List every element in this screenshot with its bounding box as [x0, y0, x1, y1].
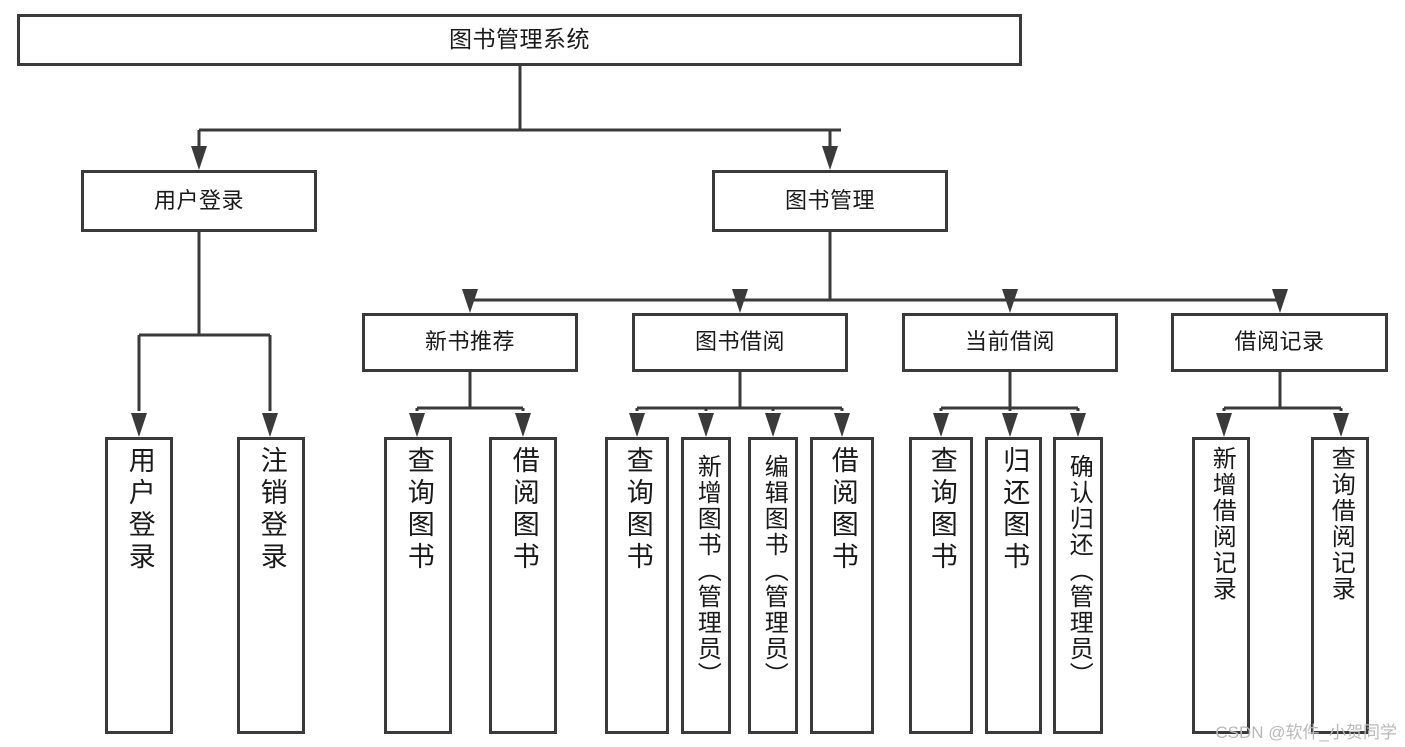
node-label: 图书借阅: [694, 329, 785, 355]
node-book-management[interactable]: 图书管理: [712, 170, 948, 232]
node-user-login[interactable]: 用户登录: [81, 170, 317, 232]
arrow-leaf-record-2: [1333, 413, 1349, 437]
csdn-watermark: CSDN @软件_小贺同学: [1215, 723, 1397, 742]
leaf-add-book-admin[interactable]: 新增图书（管理员）: [681, 437, 731, 734]
node-label: 借阅图书: [827, 446, 858, 574]
node-label: 借阅图书: [508, 446, 539, 574]
node-label: 新增图书（管理员）: [693, 454, 721, 688]
leaf-add-borrow-record[interactable]: 新增借阅记录: [1192, 437, 1250, 734]
arrow-current-borrow: [1002, 289, 1018, 313]
node-label: 注销登录: [256, 446, 287, 574]
arrow-leaf-newbook-2: [515, 413, 531, 437]
arrow-leaf-borrow-2: [698, 413, 714, 437]
leaf-query-book-recommend[interactable]: 查询图书: [384, 437, 452, 734]
arrow-book-mgmt: [822, 146, 838, 170]
node-label: 查询图书: [926, 446, 957, 574]
arrow-leaf-current-1: [933, 413, 949, 437]
arrow-leaf-newbook-1: [409, 413, 425, 437]
leaf-user-login[interactable]: 用户登录: [105, 437, 173, 734]
node-borrow-record[interactable]: 借阅记录: [1171, 313, 1388, 372]
leaf-query-book-current[interactable]: 查询图书: [909, 437, 973, 734]
arrow-leaf-record-1: [1216, 413, 1232, 437]
node-label: 查询图书: [403, 446, 434, 574]
arrow-leaf-userlogin-1: [131, 413, 147, 437]
leaf-query-borrow-record[interactable]: 查询借阅记录: [1311, 437, 1369, 734]
arrow-leaf-current-3: [1070, 413, 1086, 437]
arrow-leaf-userlogin-2: [262, 413, 278, 437]
leaf-query-book-borrow[interactable]: 查询图书: [605, 437, 669, 734]
node-label: 图书管理系统: [449, 26, 590, 53]
node-root-book-management-system[interactable]: 图书管理系统: [17, 14, 1022, 66]
leaf-edit-book-admin[interactable]: 编辑图书（管理员）: [748, 437, 798, 734]
arrow-leaf-borrow-3: [765, 413, 781, 437]
arrow-leaf-borrow-4: [834, 413, 850, 437]
node-label: 图书管理: [784, 187, 875, 213]
arrow-new-book: [462, 289, 478, 313]
node-label: 用户登录: [124, 446, 155, 574]
leaf-confirm-return-admin[interactable]: 确认归还（管理员）: [1053, 437, 1103, 734]
node-label: 编辑图书（管理员）: [760, 454, 788, 688]
node-label: 查询图书: [622, 446, 653, 574]
node-new-book-recommendation[interactable]: 新书推荐: [362, 313, 578, 372]
node-label: 借阅记录: [1234, 329, 1325, 355]
leaf-logout[interactable]: 注销登录: [237, 437, 305, 734]
node-label: 新书推荐: [424, 329, 515, 355]
node-label: 归还图书: [999, 446, 1030, 574]
arrow-user-login: [191, 146, 207, 170]
leaf-borrow-book[interactable]: 借阅图书: [810, 437, 874, 734]
node-label: 查询借阅记录: [1327, 446, 1355, 602]
arrow-leaf-borrow-1: [629, 413, 645, 437]
arrow-book-borrow: [732, 289, 748, 313]
arrow-leaf-current-2: [1002, 413, 1018, 437]
node-label: 当前借阅: [964, 329, 1055, 355]
arrow-borrow-record: [1272, 289, 1288, 313]
node-current-borrow[interactable]: 当前借阅: [902, 313, 1118, 372]
leaf-return-book[interactable]: 归还图书: [985, 437, 1042, 734]
node-book-borrow[interactable]: 图书借阅: [632, 313, 848, 372]
node-label: 新增借阅记录: [1208, 446, 1236, 602]
node-label: 用户登录: [153, 187, 244, 213]
node-label: 确认归还（管理员）: [1065, 454, 1093, 688]
leaf-borrow-book-recommend[interactable]: 借阅图书: [489, 437, 557, 734]
